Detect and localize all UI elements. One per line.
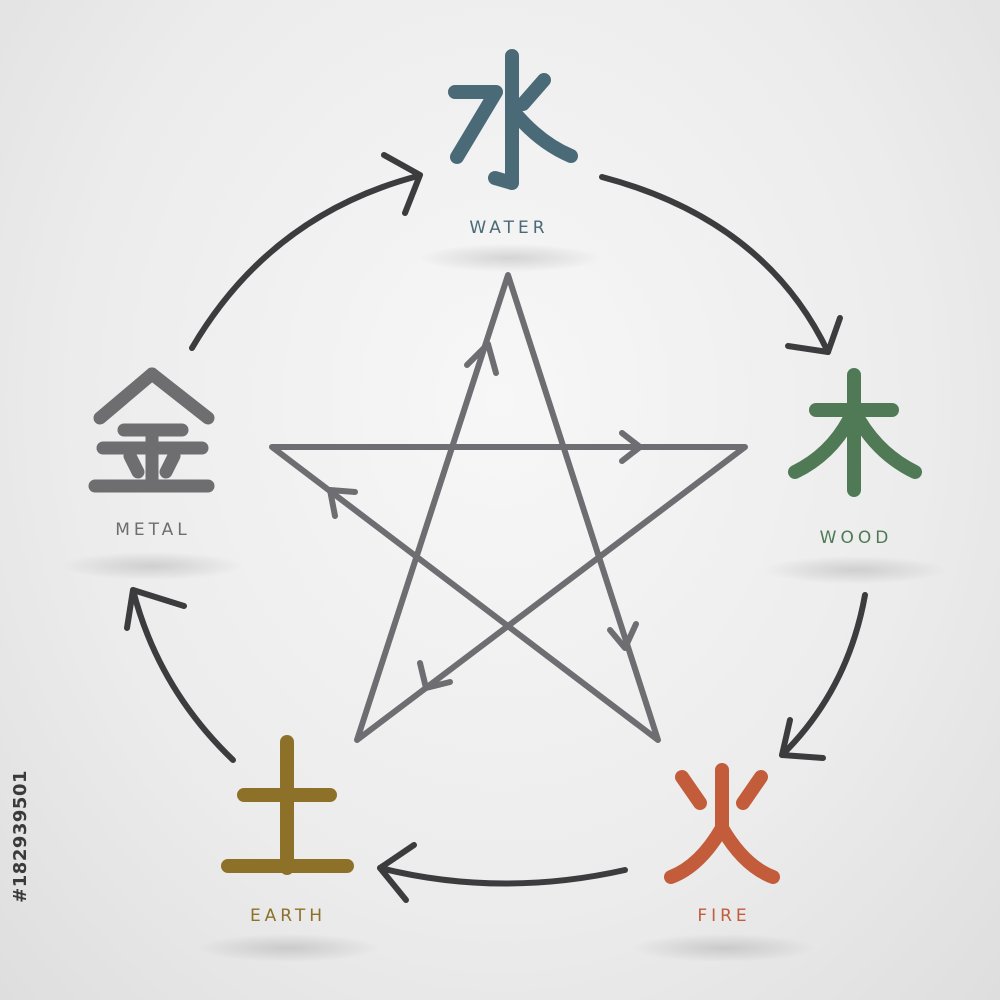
fire-character-icon (664, 763, 780, 884)
earth-shadow (198, 934, 378, 962)
arrowhead-earth-to-metal (124, 587, 187, 631)
star-arrowhead-down (607, 621, 639, 651)
earth-character-icon (221, 735, 354, 875)
star-arrowhead-upper-left (327, 487, 358, 519)
metal-shadow (62, 552, 242, 580)
fire-label: FIRE (697, 906, 751, 926)
arrowhead-fire-to-earth (377, 842, 417, 903)
wood-shadow (765, 556, 945, 584)
stock-id: #182939501 (10, 770, 31, 903)
arrow-water-to-wood (599, 174, 831, 355)
arrow-earth-to-metal (130, 587, 236, 763)
metal-label: METAL (115, 520, 191, 540)
arrow-metal-to-water (189, 173, 421, 351)
arrowhead-water-to-wood (785, 315, 843, 355)
arrow-wood-to-fire (779, 592, 868, 758)
wood-label: WOOD (819, 528, 893, 548)
arrowhead-metal-to-water (381, 152, 423, 216)
star-arrowhead-up (464, 341, 499, 376)
wood-character-icon (788, 368, 922, 497)
water-label: WATER (469, 218, 549, 238)
water-shadow (420, 244, 600, 272)
earth-label: EARTH (249, 906, 327, 926)
star-arrowhead-lower-left (417, 660, 453, 691)
arrowhead-wood-to-fire (779, 717, 826, 761)
fire-shadow (634, 934, 814, 962)
water-character-icon (448, 49, 578, 190)
arrow-fire-to-earth (377, 865, 628, 887)
star-arrowhead-right (619, 430, 643, 464)
control-cycle-star (269, 272, 748, 743)
metal-character-icon (88, 367, 215, 493)
